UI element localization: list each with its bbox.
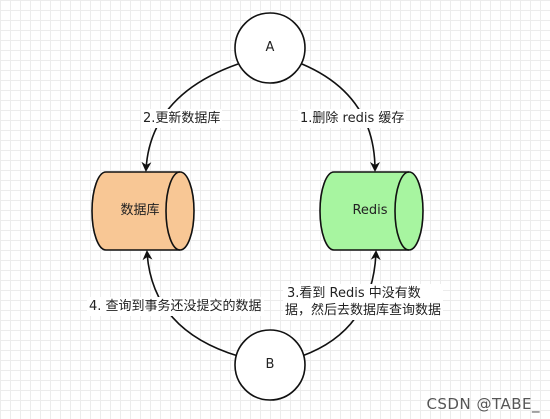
node-b-label: B: [265, 357, 275, 372]
edge-label-update-db: 2.更新数据库: [141, 109, 223, 128]
edge-label-query-uncommitted: 4. 查询到事务还没提交的数据: [87, 297, 264, 316]
edge-label-redis-miss: 3.看到 Redis 中没有数 据，然后去数据库查询数据: [283, 284, 444, 320]
edge-b-to-database: [142, 250, 239, 357]
edge-label-delete-redis: 1.删除 redis 缓存: [298, 109, 407, 128]
database-cylinder[interactable]: [91, 171, 195, 251]
edge-a-to-database: [141, 63, 239, 172]
redis-cylinder[interactable]: [319, 171, 424, 251]
database-label: 数据库: [120, 203, 160, 218]
edge-label-redis-miss-line1: 3.看到 Redis 中没有数: [287, 286, 421, 301]
node-b-circle[interactable]: [234, 329, 306, 401]
node-a-label: A: [265, 40, 275, 55]
redis-label: Redis: [352, 203, 388, 218]
edge-label-redis-miss-line2: 据，然后去数据库查询数据: [285, 303, 442, 318]
node-a-circle[interactable]: [234, 12, 306, 84]
edge-a-to-redis: [301, 63, 380, 172]
watermark: CSDN @TABE_: [426, 395, 540, 413]
